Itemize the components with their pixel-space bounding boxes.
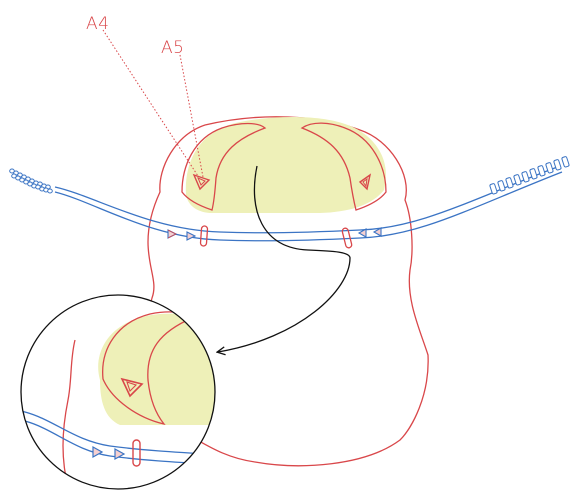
left-lobe-outline bbox=[181, 122, 267, 211]
curved-arrow-icon bbox=[218, 165, 351, 352]
band-loop-left bbox=[199, 225, 209, 247]
blue-band bbox=[54, 165, 563, 242]
band-triangle-markers bbox=[167, 227, 382, 241]
leader-line-a4 bbox=[102, 29, 199, 177]
triangle-marker-right bbox=[358, 173, 372, 191]
triangle-marker-left bbox=[192, 173, 211, 191]
right-lobe-outline bbox=[300, 122, 387, 211]
leader-line-a5 bbox=[179, 54, 204, 178]
segmented-chain-icon bbox=[489, 156, 570, 195]
band-loop-right bbox=[341, 227, 353, 249]
label-a4: A4 bbox=[86, 14, 109, 34]
zoom-circle bbox=[20, 294, 216, 490]
shaded-region bbox=[185, 116, 386, 213]
beaded-chain-icon bbox=[9, 168, 53, 194]
label-a5: A5 bbox=[161, 38, 184, 58]
zoom-detail bbox=[21, 295, 215, 489]
